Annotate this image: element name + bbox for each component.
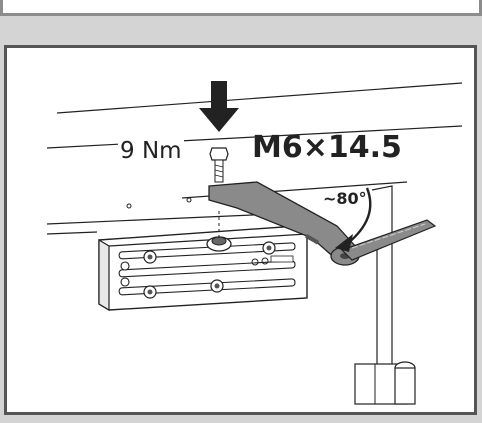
screw-thread-3 — [214, 174, 224, 178]
closer-screw-2-head — [147, 289, 153, 295]
arm-marking — [305, 233, 320, 245]
screw-thread-2 — [214, 169, 224, 173]
hinge-pin — [394, 367, 416, 405]
frame-hole-left — [126, 203, 132, 209]
closer-screw-4-head — [266, 245, 272, 251]
screw-thread-1 — [214, 164, 224, 168]
ceiling-line-middle — [46, 125, 463, 149]
guide-rail-detail — [351, 223, 426, 249]
closer-valve-1 — [120, 261, 130, 271]
frame-hole-right — [186, 197, 192, 203]
screw-size-label: M6×14.5 — [252, 130, 402, 165]
spindle-nut — [211, 236, 227, 246]
closer-mark-1 — [251, 258, 259, 266]
door-closer-end — [98, 238, 110, 312]
door-closer-top-edge — [108, 233, 308, 247]
top-frame-bar — [0, 0, 482, 13]
frame-line-short — [46, 231, 98, 235]
closer-slot-3 — [118, 278, 296, 296]
hex-screw-head — [209, 147, 229, 161]
torque-label: 9 Nm — [118, 137, 184, 165]
closer-slot-1 — [118, 242, 296, 260]
door-frame-outline — [371, 185, 393, 403]
closer-mark-3 — [270, 255, 294, 263]
ceiling-line-upper — [56, 82, 463, 114]
angle-label: ~80° — [323, 189, 367, 208]
down-arrow-icon — [199, 81, 239, 132]
closer-screw-3-head — [214, 283, 220, 289]
top-frame-strip — [0, 0, 482, 16]
guide-rail — [340, 219, 437, 261]
installation-diagram — [46, 81, 463, 405]
installation-diagram-panel: 9 Nm M6×14.5 ~80° — [4, 45, 477, 415]
closer-mark-2 — [261, 257, 269, 265]
closer-screw-1-head — [147, 254, 153, 260]
rotation-arc-arrow-icon — [335, 187, 372, 252]
closer-valve-2 — [120, 277, 130, 287]
closer-slot-2 — [118, 260, 296, 278]
